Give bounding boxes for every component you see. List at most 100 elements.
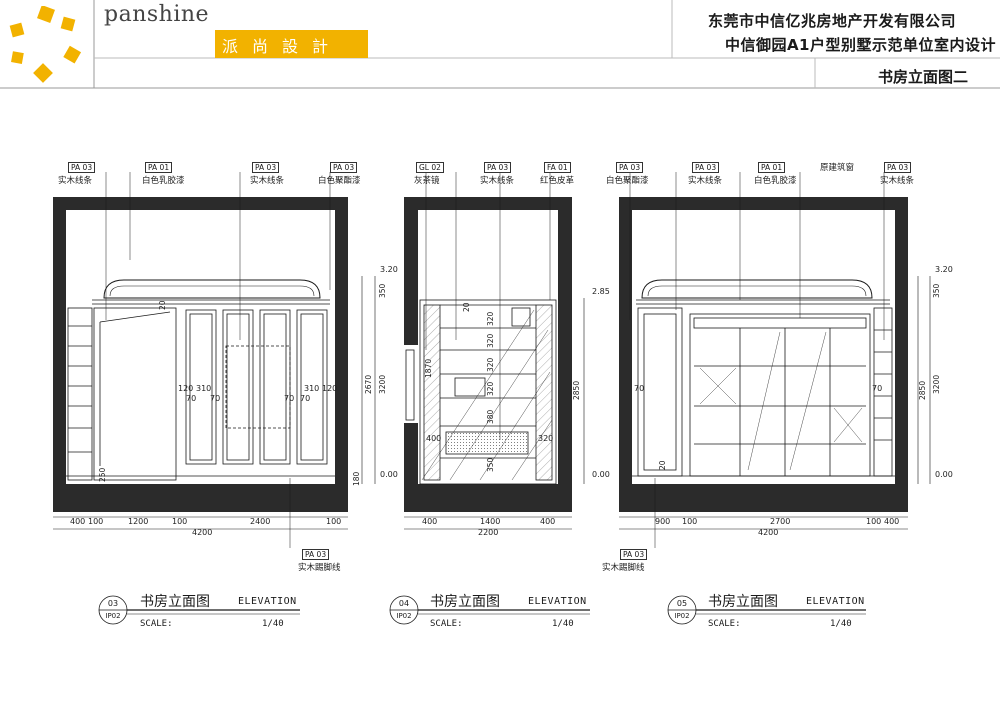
dimension: 180	[352, 471, 361, 486]
dimension: 1400	[480, 517, 501, 526]
dimension: 350	[378, 283, 387, 298]
elevation-title: 书房立面图	[140, 594, 210, 610]
dimension: 400	[540, 517, 556, 526]
scale-value: 1/40	[262, 619, 284, 629]
callout-label: 实木线条	[250, 176, 285, 186]
dimension: 100	[172, 517, 188, 526]
callout-code: PA 03	[692, 162, 720, 173]
callout-label: 灰茶镜	[414, 176, 440, 186]
callout-label: 实木踢脚线	[602, 563, 645, 573]
dimension: 3.20	[935, 265, 953, 274]
callout-label: 白色聚酯漆	[318, 176, 361, 186]
dimension: 20	[462, 302, 471, 312]
dimension: 400	[70, 517, 86, 526]
dimension: 70	[210, 394, 221, 403]
callout-code: PA 03	[68, 162, 96, 173]
callout-label: 实木线条	[880, 176, 915, 186]
elevation-number: 05	[676, 599, 688, 608]
elevation-04	[389, 172, 590, 625]
header-frame	[0, 0, 1000, 89]
callout-label: 白色聚酯漆	[606, 176, 649, 186]
callout-label: 实木线条	[480, 176, 515, 186]
brand-cn: 派尚設計	[222, 37, 343, 56]
elevation-title: 书房立面图	[430, 594, 500, 610]
dimension: 320	[486, 357, 495, 372]
dimension: 3200	[932, 374, 941, 394]
dimension: 380	[486, 409, 495, 424]
dimension-total: 2200	[478, 528, 499, 537]
dimension: 900	[655, 517, 671, 526]
scale-label: SCALE:	[140, 619, 173, 629]
callout-label: 实木线条	[58, 176, 93, 186]
dimension: 400	[426, 434, 442, 443]
dimension: 100	[682, 517, 698, 526]
dimension: 350	[486, 457, 495, 472]
dimension: 70	[634, 384, 645, 393]
sheet-ref: IP02	[396, 612, 412, 620]
callout-label: 白色乳胶漆	[754, 176, 797, 186]
dimension: 350	[932, 283, 941, 298]
dimension: 70	[284, 394, 295, 403]
dimension: 1870	[424, 358, 433, 378]
scale-label: SCALE:	[708, 619, 741, 629]
callout-code: PA 03	[616, 162, 644, 173]
dimension: 3200	[378, 374, 387, 394]
elevation-number: 04	[398, 599, 410, 608]
brand-bar	[215, 30, 368, 58]
dimension: 0.00	[592, 470, 610, 479]
elevation-title: 书房立面图	[708, 594, 778, 610]
dimension: 310	[304, 384, 320, 393]
callout-code: PA 01	[758, 162, 786, 173]
callout-code: PA 03	[302, 549, 330, 560]
callout-code: PA 03	[484, 162, 512, 173]
dimension-total: 4200	[758, 528, 779, 537]
callout-label: 实木踢脚线	[298, 563, 341, 573]
callout-label: 原建筑窗	[820, 163, 855, 173]
elevation-number: 03	[107, 599, 119, 608]
dimension: 400	[884, 517, 900, 526]
company-name: 东莞市中信亿兆房地产开发有限公司	[707, 12, 956, 30]
logo-icon	[9, 6, 82, 83]
dimension: 0.00	[935, 470, 953, 479]
dimension: 2400	[250, 517, 271, 526]
dimension: 320	[538, 434, 554, 443]
scale-value: 1/40	[552, 619, 574, 629]
dimension: 70	[186, 394, 197, 403]
dimension: 100	[326, 517, 342, 526]
dimension: 2850	[572, 380, 581, 400]
dimension: 100	[88, 517, 104, 526]
callout-label: 红色皮革	[540, 176, 575, 186]
dimension: 70	[300, 394, 311, 403]
dimension: 20	[158, 300, 167, 310]
elevation-title-en: ELEVATION	[528, 596, 587, 607]
project-name: 中信御园A1户型别墅示范单位室内设计	[724, 36, 996, 54]
dimension: 100	[866, 517, 882, 526]
dimension: 70	[872, 384, 883, 393]
dimension: 2670	[364, 374, 373, 394]
sheet-ref: IP02	[105, 612, 121, 620]
elevation-title-en: ELEVATION	[806, 596, 865, 607]
callout-code: PA 03	[884, 162, 912, 173]
dimension: 1200	[128, 517, 149, 526]
dimension: 250	[98, 467, 107, 482]
callout-code: FA 01	[544, 162, 571, 173]
dimension: 120	[178, 384, 194, 393]
brand-name: panshine	[104, 2, 210, 27]
elevation-03	[53, 172, 376, 625]
callout-label: 白色乳胶漆	[142, 176, 185, 186]
dimension: 310	[196, 384, 212, 393]
elevation-05	[619, 172, 931, 625]
callout-code: PA 01	[145, 162, 173, 173]
callout-code: PA 03	[252, 162, 280, 173]
callout-code: GL 02	[416, 162, 444, 173]
dimension: 2700	[770, 517, 791, 526]
dimension: 2.85	[592, 287, 610, 296]
elevation-title-en: ELEVATION	[238, 596, 297, 607]
callout-code: PA 03	[620, 549, 648, 560]
dimension: 320	[486, 311, 495, 326]
callout-label: 实木线条	[688, 176, 723, 186]
dimension: 400	[422, 517, 438, 526]
dimension: 2850	[918, 380, 927, 400]
dimension: 320	[486, 381, 495, 396]
